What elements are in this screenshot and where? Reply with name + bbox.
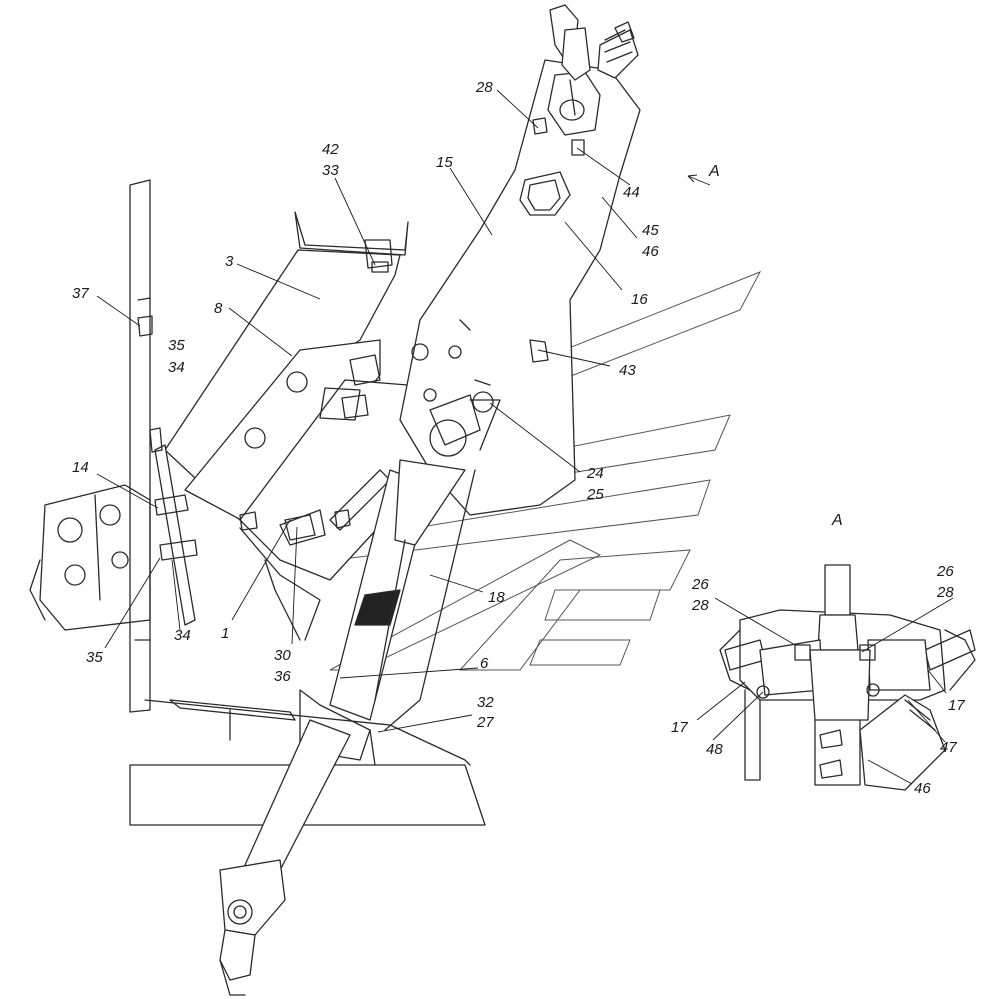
part-labels: A A 28 42 33 15 44 45 46 3 16 37 8 35 34… bbox=[72, 79, 965, 797]
column-housing bbox=[399, 59, 641, 516]
label-8: 8 bbox=[214, 300, 223, 317]
hose-fitting-top bbox=[597, 21, 639, 79]
view-a-title: A bbox=[831, 512, 843, 529]
label-32: 32 bbox=[477, 694, 494, 711]
bracket-assembly bbox=[164, 211, 409, 531]
label-43: 43 bbox=[619, 362, 636, 379]
label-47: 47 bbox=[940, 739, 957, 756]
label-46-main: 46 bbox=[642, 243, 659, 260]
label-35-upper: 35 bbox=[168, 337, 185, 354]
fasteners bbox=[239, 117, 585, 541]
label-35-lower: 35 bbox=[86, 649, 103, 666]
label-28-right: 28 bbox=[936, 584, 954, 601]
floor-plate bbox=[129, 699, 486, 826]
cab-frame-post bbox=[129, 179, 153, 713]
label-48: 48 bbox=[706, 741, 723, 758]
lower-shaft bbox=[219, 719, 351, 996]
label-14: 14 bbox=[72, 459, 89, 476]
label-3: 3 bbox=[225, 253, 234, 270]
view-a-inset bbox=[719, 564, 976, 791]
label-25: 25 bbox=[586, 486, 604, 503]
label-18: 18 bbox=[488, 589, 505, 606]
label-28-left: 28 bbox=[691, 597, 709, 614]
mounting-plate bbox=[149, 427, 198, 626]
top-lever bbox=[549, 4, 591, 116]
label-33: 33 bbox=[322, 162, 339, 179]
label-42: 42 bbox=[322, 141, 339, 158]
label-15: 15 bbox=[436, 154, 453, 171]
label-44: 44 bbox=[623, 184, 640, 201]
label-45: 45 bbox=[642, 222, 659, 239]
label-30: 30 bbox=[274, 647, 291, 664]
label-28-top: 28 bbox=[475, 79, 493, 96]
view-arrow-label: A bbox=[708, 163, 720, 180]
leader-lines bbox=[96, 89, 954, 785]
steering-column bbox=[299, 391, 501, 761]
label-24: 24 bbox=[586, 465, 604, 482]
label-46-inset: 46 bbox=[914, 780, 931, 797]
label-17-left: 17 bbox=[671, 719, 688, 736]
label-26-left: 26 bbox=[691, 576, 709, 593]
view-arrow bbox=[687, 174, 711, 186]
label-27: 27 bbox=[476, 714, 494, 731]
label-34-upper: 34 bbox=[168, 359, 185, 376]
label-34-lower: 34 bbox=[174, 627, 191, 644]
label-37: 37 bbox=[72, 285, 89, 302]
label-6: 6 bbox=[480, 655, 489, 672]
label-16: 16 bbox=[631, 291, 648, 308]
label-1: 1 bbox=[221, 625, 229, 642]
label-36: 36 bbox=[274, 668, 291, 685]
label-17-right: 17 bbox=[948, 697, 965, 714]
label-26-right: 26 bbox=[936, 563, 954, 580]
control-block bbox=[29, 484, 151, 631]
